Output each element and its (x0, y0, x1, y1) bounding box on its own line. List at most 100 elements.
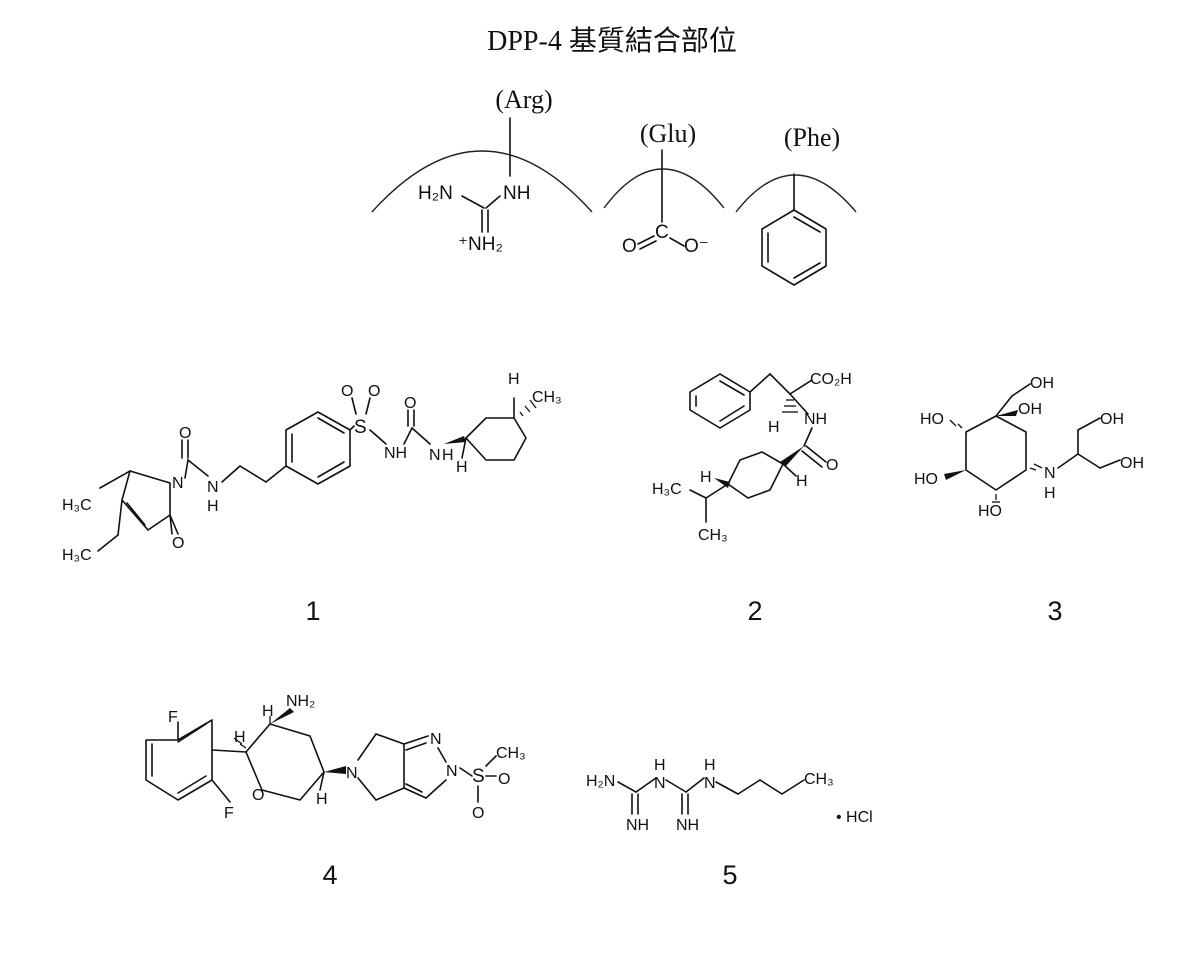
c4-wedge-nh2 (270, 708, 294, 724)
c3-hash-1 (957, 423, 963, 429)
c1-urea2-nh-h: H (442, 447, 454, 464)
c4-wedge-n (324, 766, 346, 774)
c1-hash-1 (519, 411, 524, 417)
arg-pocket-arc (371, 150, 593, 213)
c1-ring-double (126, 502, 146, 526)
c5-n-2: N (704, 775, 716, 792)
glu-double-b (639, 240, 657, 250)
c1-urea-bond-1 (184, 459, 189, 479)
figure-title: DPP-4 基質結合部位 (487, 25, 737, 57)
c4-s-ch3-bond (485, 755, 497, 767)
c1-urea2-o: O (404, 395, 416, 412)
arg-h2n-label: H₂N (418, 183, 453, 204)
compound-number-5: 5 (722, 860, 737, 890)
c2-wedge-ring (780, 446, 804, 466)
c3-wedge-ho (944, 470, 966, 480)
c1-urea-bond-2 (187, 459, 209, 477)
c2-iso-bond (705, 483, 729, 499)
c2-benzene-inner-2 (719, 405, 745, 422)
c2-ca-bond (769, 373, 791, 395)
c3-amine-n: N (1044, 465, 1056, 482)
c5-n-1: N (654, 775, 666, 792)
c1-ring-h-top: H (508, 371, 520, 388)
c5-nh-2: NH (676, 817, 699, 834)
c5-n-h-2: H (704, 757, 716, 774)
c2-ring-h2: H (700, 469, 712, 486)
phe-pocket-arc (735, 174, 857, 213)
c4-n-s-bond (459, 767, 473, 777)
c3-ch2-oh-up (1077, 417, 1101, 431)
c1-benzene-ring (285, 411, 351, 485)
c1-s-n-bond (369, 429, 387, 445)
c4-h2: H (262, 703, 274, 720)
c3-ch-ch2-down (1077, 453, 1101, 469)
binding-site-diagram: (Arg) H₂N NH ⁺NH₂ (Glu) C O O⁻ (Phe) (371, 85, 857, 286)
c4-pyran-o: O (252, 787, 264, 804)
c3-hash-6 (1033, 463, 1043, 469)
c3-ch2-oh-down (1099, 459, 1121, 469)
c4-pz-bond-4 (403, 787, 427, 799)
c5-h2n: H₂N (586, 773, 615, 790)
arg-nh2-plus-label: ⁺NH₂ (458, 234, 503, 255)
c1-chain-1 (221, 465, 241, 483)
c1-so-left (351, 397, 357, 415)
c3-hash-2 (949, 419, 957, 427)
c5-ch3: CH₃ (804, 771, 834, 788)
c3-oh-right-top: OH (1100, 411, 1124, 428)
c3-amine-h: H (1044, 485, 1056, 502)
c1-methyl-bond (99, 470, 131, 489)
c4-pz-double-2 (405, 783, 423, 793)
glu-single (669, 237, 685, 247)
c1-cyclohexane-ring (465, 417, 527, 461)
c2-amide-o: O (826, 457, 838, 474)
c5-butyl-2 (737, 779, 761, 795)
c4-ch3: CH₃ (496, 745, 526, 762)
c5-butyl-1 (715, 781, 739, 795)
c1-lactam-co-b (169, 514, 179, 535)
c4-f-bottom: F (224, 805, 234, 822)
c1-chain-2 (239, 465, 267, 483)
c1-urea-nh-n: N (207, 479, 219, 496)
c2-cooh-bond (789, 379, 813, 395)
compound-4-structure: F F O H H NH₂ H N N N S CH₃ (145, 693, 526, 822)
c1-ethyl-bond-1 (117, 499, 123, 536)
c1-sulfur: S (354, 417, 367, 438)
c2-h3c: H₃C (652, 481, 682, 498)
c3-ho-bottom: HO (978, 503, 1002, 520)
c1-ethyl-bond-2 (97, 534, 119, 552)
c1-so-right (365, 397, 371, 415)
c3-wedge-oh (996, 410, 1018, 416)
c2-amide-nh: NH (804, 411, 827, 428)
c4-pz-bond-2 (437, 747, 447, 763)
phe-benzene-ring (761, 209, 827, 286)
c1-ring-h-bottom: H (456, 459, 468, 476)
c1-ring-h-bond (461, 437, 467, 459)
residue-label-arg: (Arg) (495, 85, 552, 114)
c2-iso-me1 (689, 489, 707, 499)
c3-ho-left: HO (920, 411, 944, 428)
glu-o-minus-label: O⁻ (684, 236, 709, 257)
c4-pz-bond-3 (425, 779, 447, 799)
c2-ch2-bond (749, 373, 771, 393)
c4-f-top: F (168, 709, 178, 726)
c4-pyrrolidine-n: N (346, 765, 358, 782)
c4-pyrr-bond-1 (357, 733, 377, 761)
c4-hash-2 (233, 737, 243, 745)
c1-benzene-inner-3 (317, 417, 345, 434)
c1-hash-3 (529, 399, 537, 409)
c4-pyrr-bond-3 (375, 733, 405, 745)
c2-cyclohexane-ring (727, 451, 784, 499)
phe-ring-inner-2 (793, 262, 821, 279)
compound-5-structure: H₂N NH H N NH H N CH₃ • HCl (586, 757, 873, 834)
c4-h3-bond (319, 771, 325, 791)
c1-c-nh-bond (411, 427, 431, 445)
c1-ring-n: N (172, 475, 184, 492)
c4-sulfonyl-o1: O (498, 771, 510, 788)
c4-h1: H (234, 729, 246, 746)
c4-difluorophenyl-ring (145, 719, 213, 801)
compound-3-structure: OH OH HO HO HO N H OH OH (914, 375, 1144, 520)
c5-hcl: • HCl (836, 809, 873, 826)
c5-bond-4 (685, 777, 705, 793)
c1-urea-nh-h: H (207, 498, 219, 515)
glu-double-a (637, 235, 655, 245)
